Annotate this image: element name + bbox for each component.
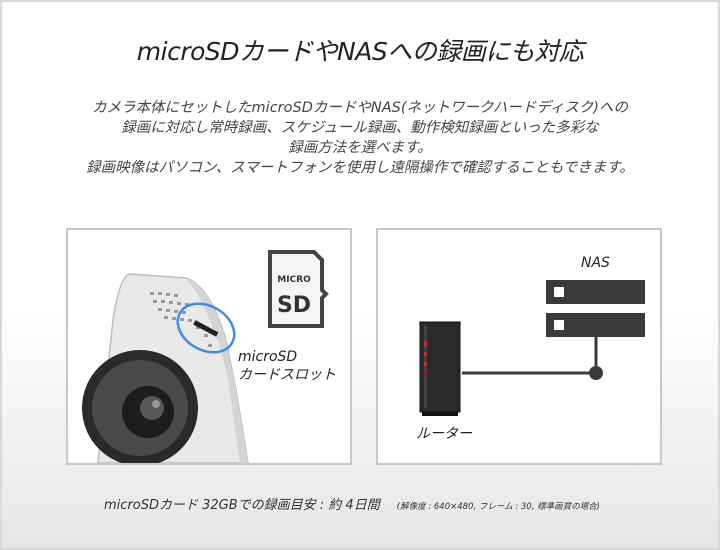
logo-text-sd: SD	[277, 293, 311, 318]
network-diagram	[419, 280, 645, 416]
slot-label-line1: microSD	[238, 349, 298, 365]
description-line-2: 録画に対応し常時録画、スケジュール録画、動作検知録画といった多彩な	[121, 120, 599, 136]
description: カメラ本体にセットしたmicroSDカードやNAS(ネットワークハードディスク)…	[0, 98, 720, 178]
network-panel: NAS ルーター	[376, 228, 662, 465]
camera-illustration: MICRO SD	[82, 250, 329, 463]
nas-label: NAS	[581, 255, 610, 271]
recording-estimate-note: (解像度 : 640×480, フレーム : 30, 標準画質の場合)	[396, 502, 600, 512]
slot-label-line2: カードスロット	[238, 367, 336, 383]
router-device	[419, 321, 461, 416]
microsd-logo: MICRO SD	[268, 250, 329, 328]
description-line-1: カメラ本体にセットしたmicroSDカードやNAS(ネットワークハードディスク)…	[92, 100, 628, 116]
logo-text-micro: MICRO	[277, 275, 311, 285]
description-line-3: 録画方法を選べます。	[288, 140, 432, 156]
description-line-4: 録画映像はパソコン、スマートフォンを使用し遠隔操作で確認することもできます。	[86, 160, 634, 176]
slot-label: microSD カードスロット	[238, 348, 336, 384]
nas-device	[546, 280, 645, 337]
recording-estimate: microSDカード 32GBでの録画目安 : 約 4日間 (解像度 : 640…	[104, 494, 714, 513]
slot-highlight-circle	[176, 302, 236, 354]
recording-estimate-main: microSDカード 32GBでの録画目安 : 約 4日間	[104, 498, 380, 513]
cable-junction	[589, 366, 603, 380]
page-title: microSDカードやNASへの録画にも対応	[136, 37, 584, 66]
router-label: ルーター	[416, 426, 472, 442]
camera-panel: MICRO SD microSD カードスロット	[66, 228, 352, 465]
